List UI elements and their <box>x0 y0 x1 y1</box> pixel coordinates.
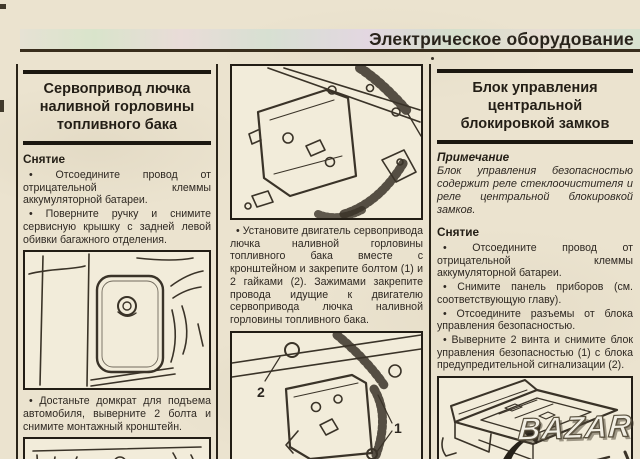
figure-servo-motor <box>230 64 423 220</box>
step-item: • Выверните 2 винта и снимите блок управ… <box>437 333 633 372</box>
servo-fasteners-illustration: 2 1 <box>232 332 421 459</box>
removal-direction-arrow <box>503 424 541 459</box>
figure-servo-fasteners: 2 1 <box>230 330 423 459</box>
step-item: • Отсоедините провод от отрицательной кл… <box>23 169 211 207</box>
bazar-watermark: BAZAR <box>516 407 634 447</box>
trunk-trim-illustration <box>28 253 204 388</box>
callout-label-2: 2 <box>257 384 265 400</box>
callout-label-1: 1 <box>394 420 402 436</box>
right-column: Блок управления центральной блокировкой … <box>437 64 633 459</box>
figure-mounting-bracket-cropped <box>23 437 211 459</box>
removal-label: Снятие <box>437 225 480 239</box>
column-divider-left-edge <box>16 64 18 459</box>
figure-control-unit-removal <box>437 376 633 459</box>
scan-artifact-tick <box>0 100 4 112</box>
note-label: Примечание <box>437 150 510 164</box>
left-column: Сервопривод лючка наливной горловины топ… <box>23 64 211 459</box>
section-heading-fuel-flap-servo: Сервопривод лючка наливной горловины топ… <box>23 70 211 145</box>
scan-artifact-tick <box>0 4 6 9</box>
removal-label: Снятие <box>23 152 66 166</box>
step-item: • Отсоедините разъемы от блока управлени… <box>437 307 633 333</box>
step-item: • Поверните ручку и снимите сервисную кр… <box>23 208 211 246</box>
middle-column: • Установите двигатель сервопривода лючк… <box>230 64 423 459</box>
note-text: Блок управления безопасностью содержит р… <box>437 165 633 216</box>
scan-speck <box>431 57 434 60</box>
step-item: • Установите двигатель сервопривода лючк… <box>230 225 423 326</box>
bracket-illustration <box>32 446 202 459</box>
chapter-title: Электрическое оборудование <box>369 28 634 49</box>
column-divider-1 <box>216 64 218 459</box>
chapter-header-band: Электрическое оборудование <box>20 29 640 52</box>
section-heading-central-locking-unit: Блок управления центральной блокировкой … <box>437 69 633 144</box>
step-item: • Достаньте домкрат для подъема автомоби… <box>23 395 211 433</box>
control-unit-illustration <box>441 379 630 459</box>
column-divider-2 <box>429 64 431 459</box>
step-item: • Отсоедините провод от отрицательной кл… <box>437 242 633 280</box>
servo-motor-illustration <box>244 66 421 218</box>
step-item: • Снимите панель приборов (см. соответст… <box>437 281 633 306</box>
figure-trunk-trim-service-cover <box>23 250 211 391</box>
